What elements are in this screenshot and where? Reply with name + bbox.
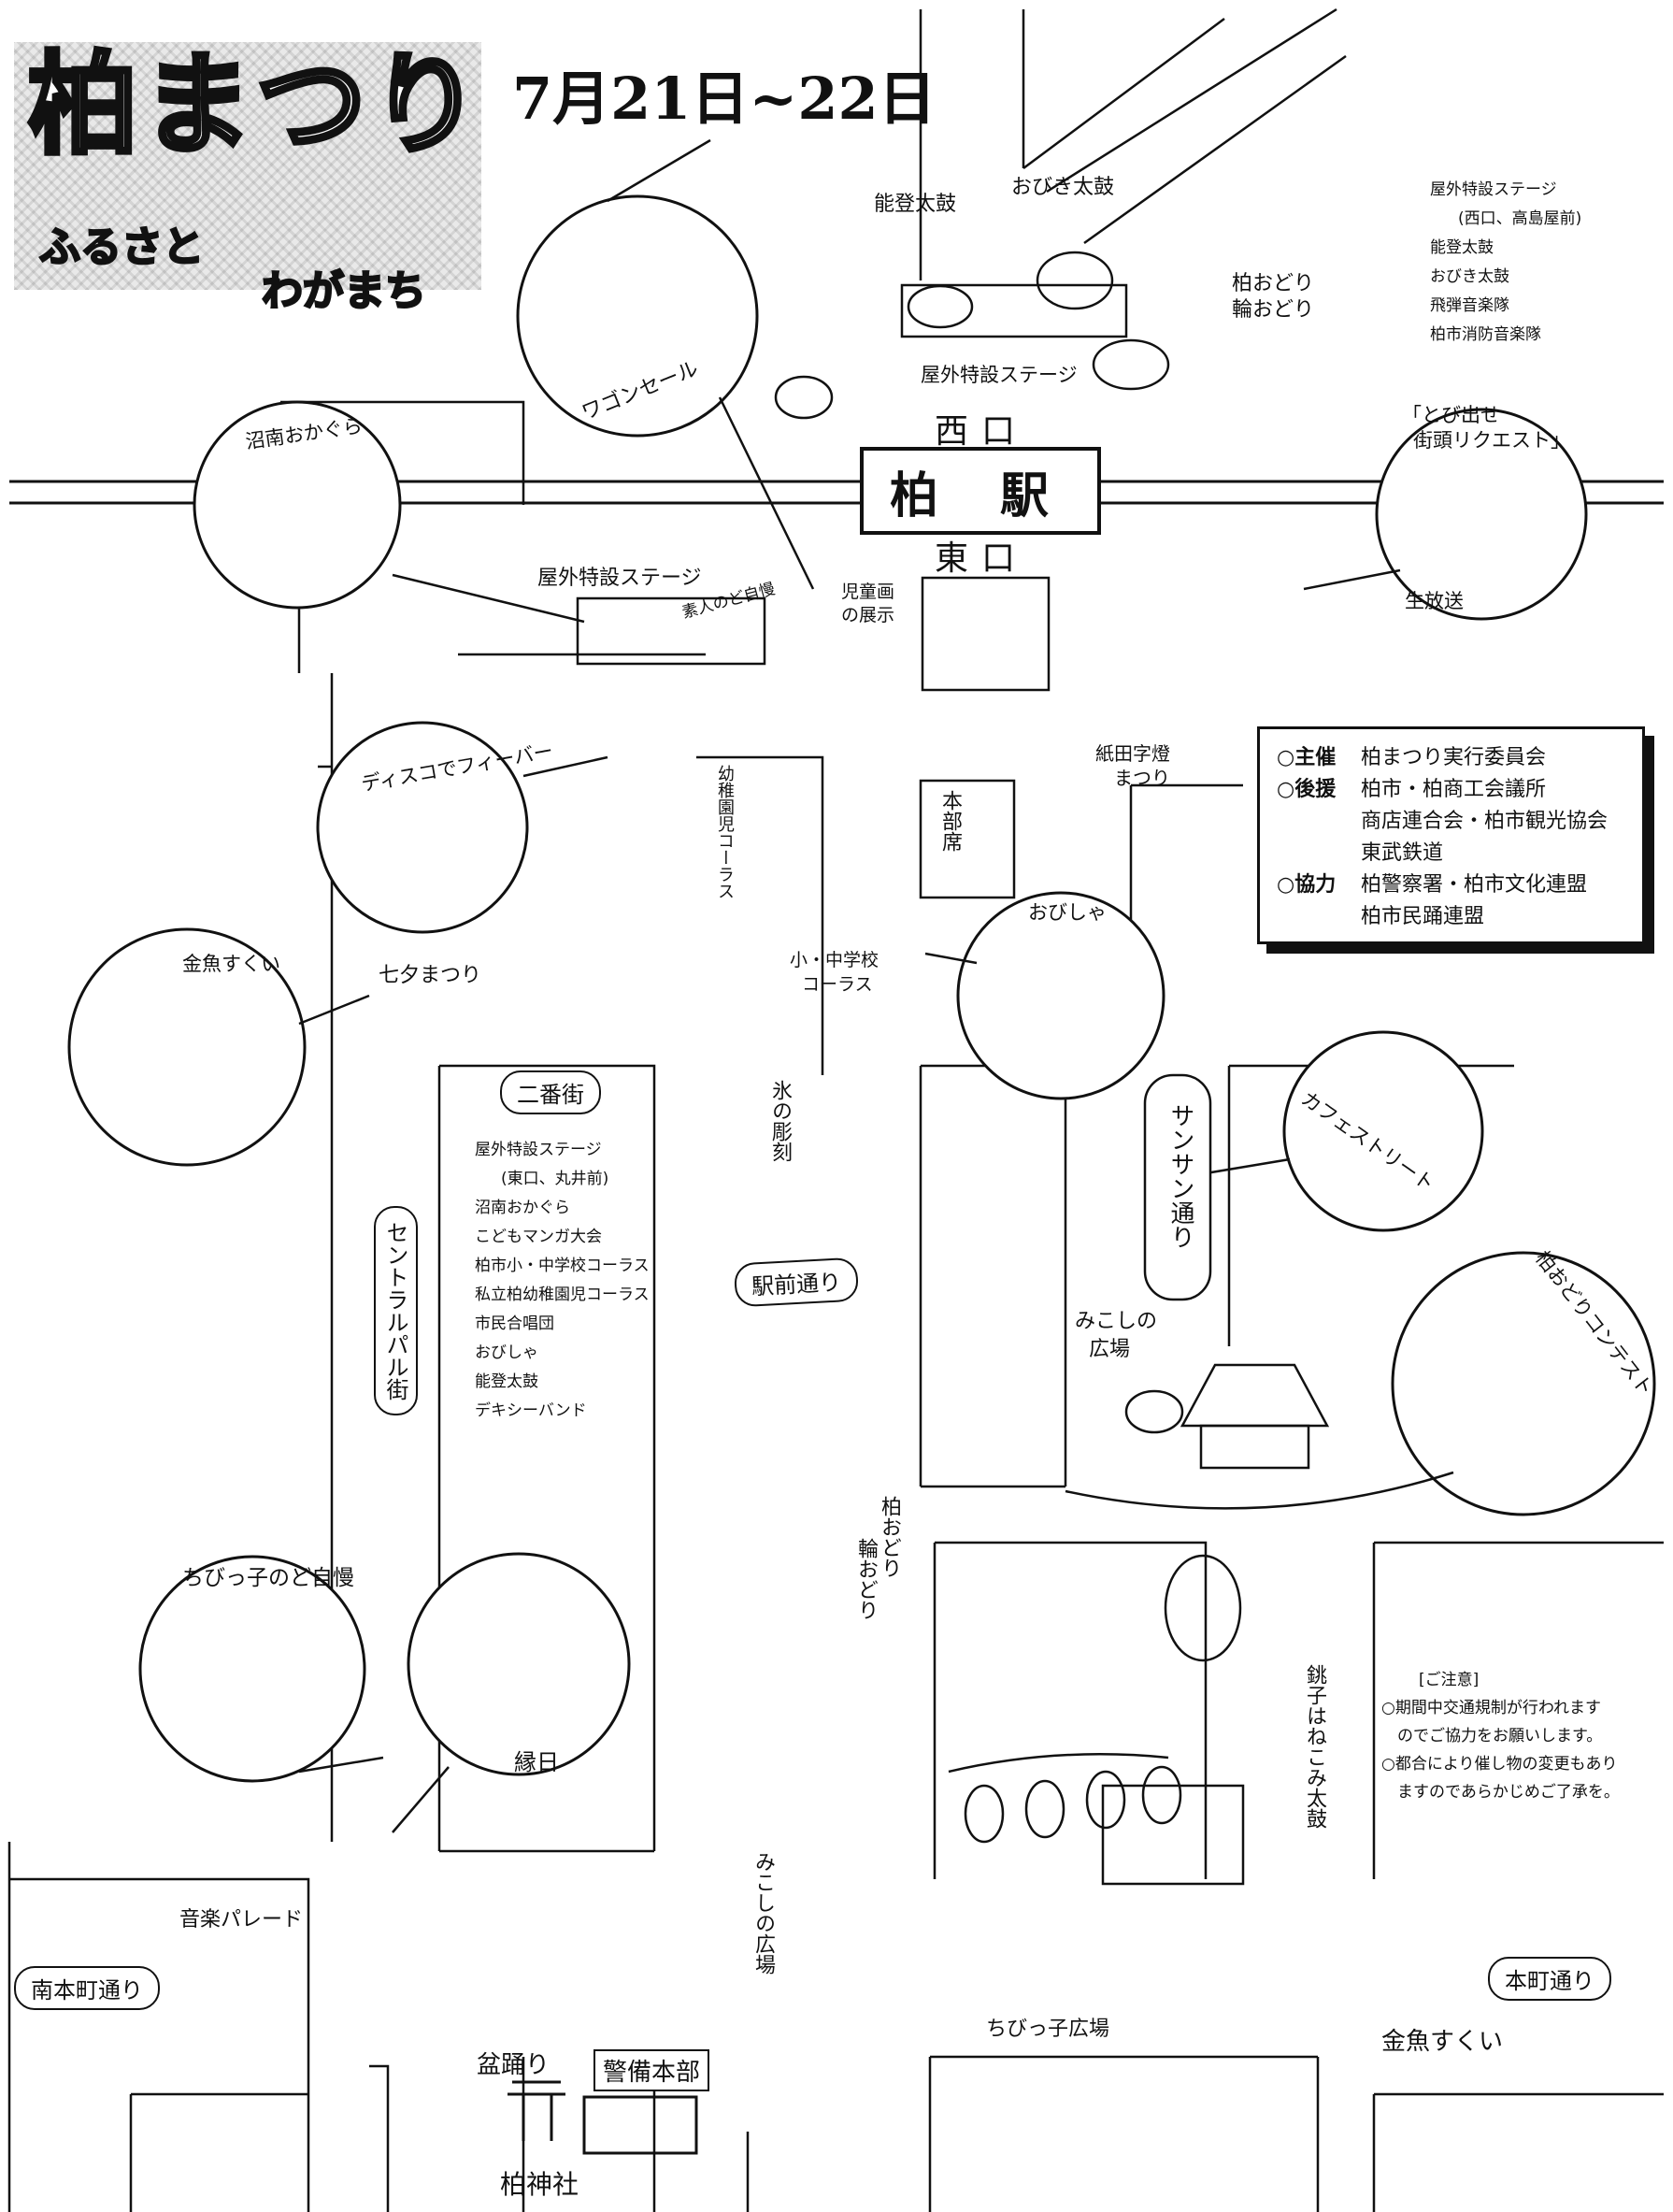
notice-line: ○期間中交通規制が行われます <box>1381 1699 1601 1717</box>
organizer-head: ○主催 <box>1277 746 1337 769</box>
west-stage-info: 屋外特設ステージ (西口、高島屋前) 能登太鼓 おびき太鼓 飛弾音楽隊 柏市消防… <box>1430 176 1581 350</box>
west-stage-info-line: 能登太鼓 <box>1430 238 1494 257</box>
noto-taiko-label: 能登太鼓 <box>874 193 957 216</box>
choshi-hanekomi-label: 銚子はねこみ太鼓 <box>1303 1664 1326 1829</box>
kashiwa-odori-label: 柏おどり <box>1232 272 1315 295</box>
ennichi-label: 縁日 <box>514 1749 559 1775</box>
organizer-line: 柏警察署・柏市文化連盟 <box>1361 873 1588 897</box>
police-hq-label: 警備本部 <box>593 2049 710 2091</box>
organizer-line: 商店連合会・柏市観光協会 <box>1361 810 1609 833</box>
organizer-line: 柏市民踊連盟 <box>1361 905 1485 928</box>
obisha-label: おびしゃ <box>1028 901 1107 924</box>
neputa-label: 紙田字燈 <box>1095 742 1170 765</box>
children-art-label: 児童画 <box>841 582 895 602</box>
sunsun-street-label: サンサン通り <box>1166 1103 1194 1249</box>
children-art-label: の展示 <box>841 605 895 625</box>
lanterns-drawing <box>948 1753 1245 1886</box>
east-stage-info-line: 市民合唱団 <box>475 1314 554 1333</box>
west-stage-info-line: (西口、高島屋前) <box>1458 209 1582 228</box>
kashiwa-odori-label-2: 柏おどり <box>878 1496 901 1578</box>
mikoshi-plaza-south-label: みこしの広場 <box>751 1851 775 1975</box>
title-screen-panel <box>14 42 481 290</box>
east-stage-drawing <box>576 576 1051 692</box>
west-stage-info-line: 柏市消防音楽隊 <box>1430 325 1541 344</box>
live-broadcast-label: 生放送 <box>1405 590 1464 612</box>
chibikko-plaza-label: ちびっ子広場 <box>986 2018 1110 2041</box>
tanabata-label: 七夕まつり <box>379 964 482 987</box>
outdoor-stage-west-label: 屋外特設ステージ <box>921 364 1078 386</box>
east-stage-info-line: こどもマンガ大会 <box>475 1228 602 1246</box>
west-stage-info-line: おびき太鼓 <box>1430 267 1509 286</box>
hq-tent-drawing <box>919 779 1016 899</box>
notice-line: ますのであらかじめご了承を。 <box>1381 1783 1620 1802</box>
mikoshi-plaza-label: みこしの <box>1075 1310 1158 1333</box>
organizer-line: 東武鉄道 <box>1361 841 1444 865</box>
honcho-street-label: 本町通り <box>1488 1957 1611 2001</box>
wa-odori-label-2: 輪おどり <box>854 1538 878 1620</box>
east-stage-info-line: 沼南おかぐら <box>475 1199 570 1217</box>
east-stage-info-line: おびしゃ <box>475 1343 538 1362</box>
organizer-head: ○協力 <box>1277 873 1337 897</box>
mikoshi-plaza-label: 広場 <box>1089 1338 1131 1361</box>
east-stage-info-line: 屋外特設ステージ <box>475 1141 602 1159</box>
niban-street-label: 二番街 <box>500 1070 601 1114</box>
organizer-line: 柏まつり実行委員会 <box>1361 746 1547 769</box>
subtitle-right: わがまち <box>261 266 428 317</box>
organizer-line: 柏市・柏商工会議所 <box>1361 778 1547 801</box>
mikoshi-drawing <box>1065 1363 1454 1510</box>
ekimae-street-label: 駅前通り <box>733 1257 860 1308</box>
music-parade-label: 音楽パレード <box>179 1908 304 1932</box>
kashiwa-station-sign: 柏 駅 <box>860 447 1101 535</box>
tobidase-label: 街頭リクエスト」 <box>1413 429 1570 452</box>
wa-odori-label: 輪おどり <box>1232 298 1315 322</box>
organizer-head: ○後援 <box>1277 778 1337 801</box>
notice-box: [ご注意] ○期間中交通規制が行われます のでご協力をお願いします。 ○都合によ… <box>1381 1666 1620 1806</box>
east-exit-label: 東口 <box>935 539 1029 578</box>
east-stage-info-line: (東口、丸井前) <box>501 1170 609 1188</box>
drum-drawing <box>1164 1554 1242 1662</box>
east-stage-info-line: 柏市小・中学校コーラス <box>475 1257 650 1275</box>
east-stage-info-line: 私立柏幼稚園児コーラス <box>475 1286 650 1304</box>
notice-title: [ご注意] <box>1419 1671 1480 1689</box>
organizer-row: ○協力 柏警察署・柏市文化連盟 柏市民踊連盟 <box>1277 869 1625 933</box>
notice-line: のでご協力をお願いします。 <box>1381 1727 1603 1745</box>
central-pal-street-label: セントラルパル街 <box>374 1206 418 1415</box>
organizer-row: ○後援 柏市・柏商工会議所 商店連合会・柏市観光協会 東武鉄道 <box>1277 774 1625 869</box>
organizers-box: ○主催 柏まつり実行委員会 ○後援 柏市・柏商工会議所 商店連合会・柏市観光協会… <box>1257 726 1645 944</box>
kindergarten-chorus-label: 幼稚園児コーラス <box>715 765 735 899</box>
organizer-row: ○主催 柏まつり実行委員会 <box>1277 742 1625 774</box>
east-stage-info-line: デキシーバンド <box>475 1401 587 1420</box>
west-stage-info-line: 屋外特設ステージ <box>1430 180 1557 199</box>
minami-honcho-street-label: 南本町通り <box>14 1966 160 2010</box>
east-stage-info-line: 能登太鼓 <box>475 1372 538 1391</box>
outdoor-stage-east-label: 屋外特設ステージ <box>537 567 702 590</box>
neputa-label: まつり <box>1114 767 1170 789</box>
kashiwa-shrine-label: 柏神社 <box>500 2169 579 2200</box>
notice-line: ○都合により催し物の変更もあり <box>1381 1755 1618 1774</box>
festival-date: 7月21日~22日 <box>512 65 937 133</box>
sunsun-sign <box>1143 1073 1212 1301</box>
west-stage-info-line: 飛弾音楽隊 <box>1430 296 1509 315</box>
illustration-bubbles <box>67 194 1656 1783</box>
ice-sculpture-label: 氷の彫刻 <box>768 1080 792 1162</box>
school-chorus-label: 小・中学校 <box>790 950 879 970</box>
west-stage-drawing <box>774 251 1170 420</box>
west-exit-label: 西口 <box>935 412 1029 451</box>
chibikko-nodojiman-label: ちびっ子のど自慢 <box>182 1566 354 1590</box>
obiki-taiko-label: おびき太鼓 <box>1011 176 1115 199</box>
tobidase-label: 「とび出せ <box>1402 404 1500 426</box>
east-stage-info: 屋外特設ステージ (東口、丸井前) 沼南おかぐら こどもマンガ大会 柏市小・中学… <box>475 1136 650 1426</box>
shrine-gate-drawing <box>508 2080 698 2155</box>
festival-title: 柏まつり <box>25 40 485 169</box>
headquarters-label: 本部席 <box>938 790 962 852</box>
subtitle-left: ふるさと <box>38 223 206 273</box>
goldfish-scooping-label-2: 金魚すくい <box>1381 2028 1504 2056</box>
goldfish-scooping-label: 金魚すくい <box>182 953 280 975</box>
bon-odori-label: 盆踊り <box>477 2051 551 2079</box>
bubble-tails <box>298 138 1401 1833</box>
school-chorus-label: コーラス <box>802 974 873 995</box>
